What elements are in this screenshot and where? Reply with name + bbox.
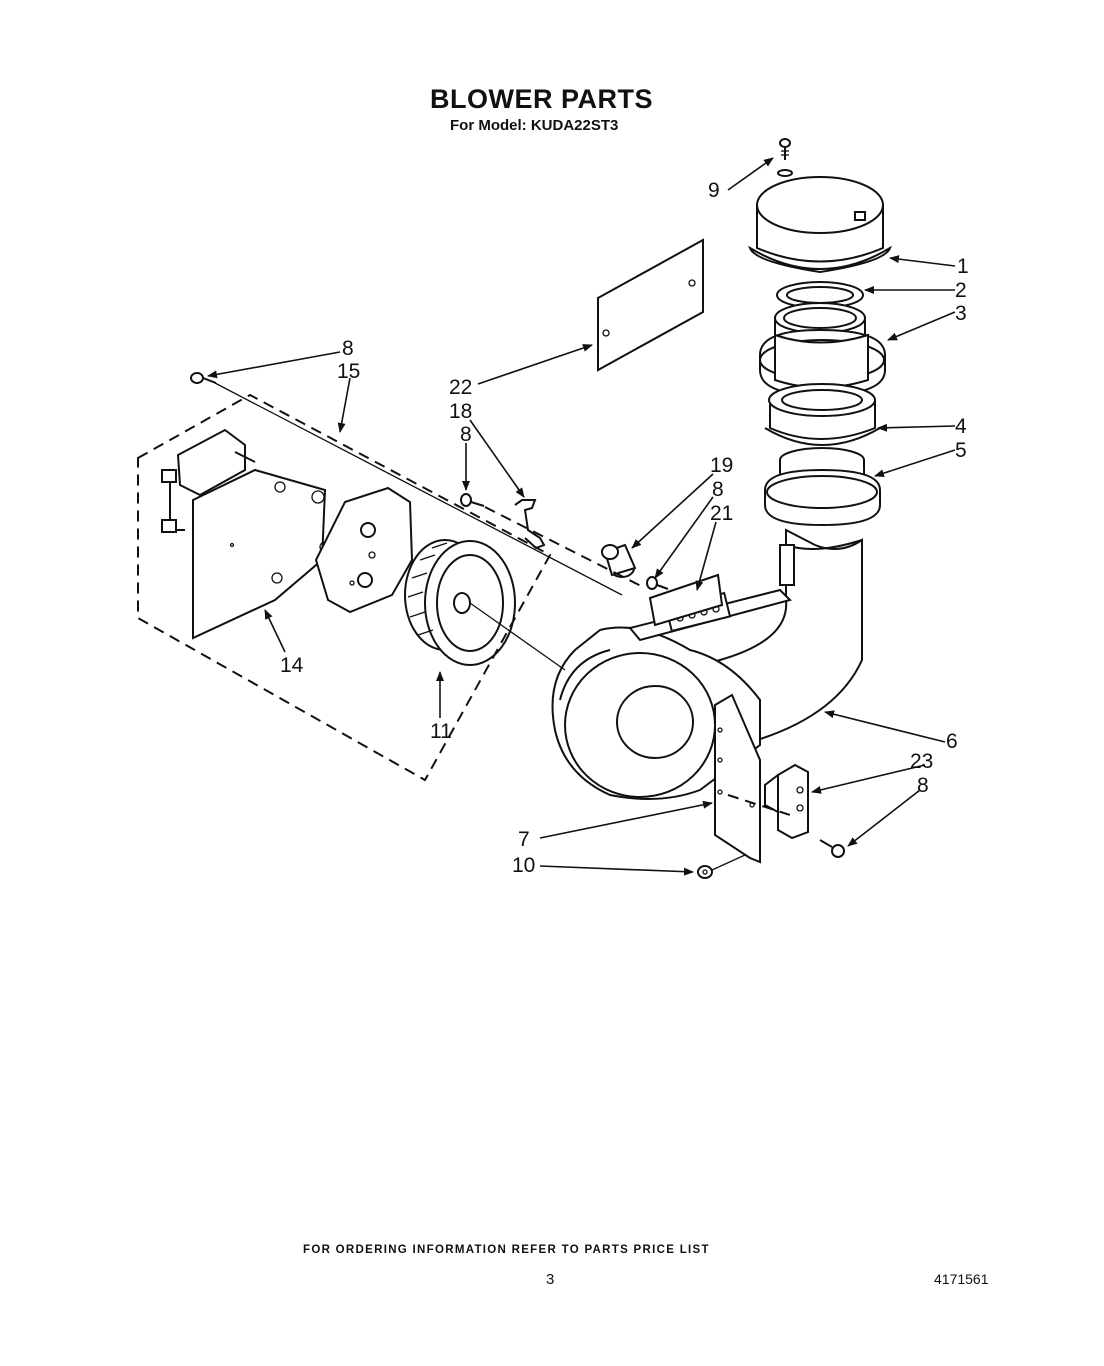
callout-11: 11 [430,720,452,743]
part-8-screw-a [190,372,217,384]
callout-8-bottom: 8 [917,774,929,797]
callout-6: 6 [946,730,958,753]
callout-4: 4 [955,415,967,438]
callout-22: 22 [449,376,472,399]
part-3-collar [759,302,886,397]
part-19-capacitor [601,543,637,578]
part-22-plate [597,238,704,372]
callout-5: 5 [955,439,967,462]
part-11-blower-wheel [404,539,516,666]
callout-8-top: 8 [342,337,354,360]
ordering-note: FOR ORDERING INFORMATION REFER TO PARTS … [303,1244,710,1256]
leader-lines [207,157,956,876]
part-14-endplate [314,486,414,614]
part-14-motor [161,428,331,640]
part-9-screw [777,138,793,177]
callout-9: 9 [708,179,720,202]
part-15-assembly-outline [137,393,552,782]
callout-1: 1 [957,255,969,278]
part-7-bracket [714,693,761,864]
part-8-screw-b [460,493,485,507]
part-4-ring [764,383,881,446]
callout-23: 23 [910,750,933,773]
callout-19: 19 [710,454,733,477]
part-18-clip [514,499,546,550]
assembly-lines [214,382,791,871]
part-10-nut [697,865,713,879]
callout-10: 10 [512,854,535,877]
part-5-flange [764,447,881,527]
part-23-bracket [764,763,809,840]
page-title: BLOWER PARTS [430,84,653,114]
model-subtitle: For Model: KUDA22ST3 [450,117,619,134]
callout-8-clip: 8 [460,423,472,446]
part-8-screw-c [646,576,669,590]
callout-15: 15 [337,360,360,383]
document-number: 4171561 [934,1271,989,1287]
callout-2: 2 [955,279,967,302]
callout-7: 7 [518,828,530,851]
callout-3: 3 [955,302,967,325]
callout-21: 21 [710,502,733,525]
part-21-plate [648,573,724,627]
callout-14: 14 [280,654,304,677]
callout-18: 18 [449,400,472,423]
page-number: 3 [546,1271,555,1288]
part-8-screw-d [819,839,845,858]
part-6-duct-housing [551,528,863,800]
part-1-cap [748,176,892,274]
callout-8-mid: 8 [712,478,724,501]
